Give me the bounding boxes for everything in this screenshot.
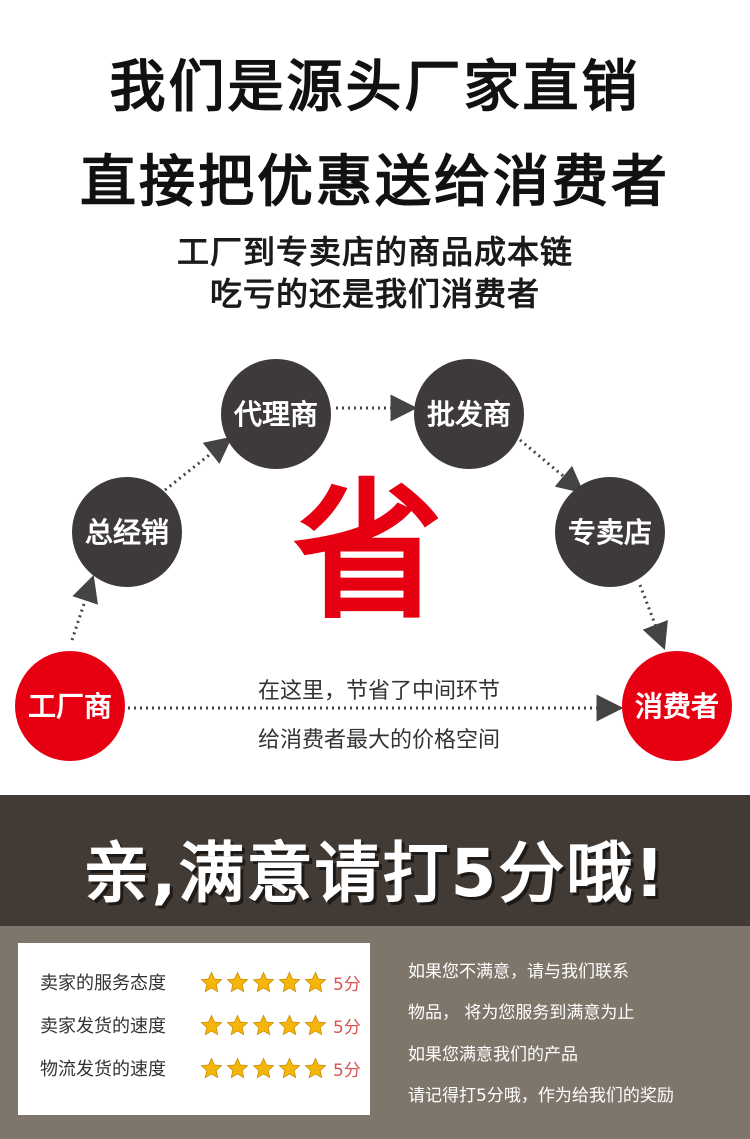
node-distributor-circle (72, 477, 182, 587)
headline-line-1: 我们是源头厂家直销 (109, 55, 641, 120)
flow-arrow-store-to-consumer (638, 584, 668, 651)
star-icon (226, 971, 249, 992)
node-factory-circle (15, 651, 125, 761)
node-consumer-label: 消费者 (635, 690, 719, 723)
rating-label: 物流发货的速度 (40, 1059, 166, 1080)
star-icon (304, 1014, 327, 1035)
node-agent-label: 代理商 (233, 398, 318, 431)
savings-character: 省 (293, 466, 444, 640)
star-icon (200, 1057, 223, 1078)
node-wholesaler-label: 批发商 (427, 398, 511, 431)
node-factory-label: 工厂商 (28, 690, 112, 723)
star-rating (200, 1014, 327, 1037)
message-line-1: 如果您不满意，请与我们联系 (408, 962, 629, 982)
headline-line-2: 直接把优惠送给消费者 (80, 150, 670, 215)
rating-label: 卖家发货的速度 (40, 1016, 166, 1037)
subheadline-line-1: 工厂到专卖店的商品成本链 (176, 233, 573, 271)
star-icon (200, 971, 223, 992)
star-rating (200, 1057, 327, 1080)
node-store-label: 专卖店 (568, 516, 652, 549)
rating-row-shipping: 卖家发货的速度 5分 (40, 1010, 361, 1040)
rating-score: 5分 (333, 1017, 361, 1038)
rating-row-logistics: 物流发货的速度 5分 (40, 1053, 361, 1083)
star-icon (278, 971, 301, 992)
star-rating (200, 971, 327, 994)
node-wholesaler-circle (414, 359, 524, 469)
node-distributor-label: 总经销 (85, 516, 169, 549)
star-icon (278, 1057, 301, 1078)
star-icon (226, 1057, 249, 1078)
flow-arrow-wholesaler-to-store (519, 438, 585, 494)
star-icon (226, 1014, 249, 1035)
message-line-3: 如果您满意我们的产品 (408, 1045, 578, 1065)
rating-score: 5分 (333, 974, 361, 995)
star-icon (304, 971, 327, 992)
flow-arrow-factory-to-distributor (70, 574, 98, 641)
node-store-circle (555, 477, 665, 587)
rating-slogan: 亲,满意请打5分哦! (83, 835, 667, 912)
message-line-2: 物品， 将为您服务到满意为止 (408, 1003, 635, 1023)
rating-banner (0, 795, 750, 926)
savings-note-2: 给消费者最大的价格空间 (257, 728, 500, 753)
subheadline-line-2: 吃亏的还是我们消费者 (209, 275, 540, 313)
rating-score: 5分 (333, 1060, 361, 1081)
node-consumer-circle (622, 651, 732, 761)
savings-note-1: 在这里，节省了中间环节 (257, 679, 500, 704)
star-icon (252, 971, 275, 992)
flow-arrow-distributor-to-agent (164, 436, 233, 492)
star-icon (200, 1014, 223, 1035)
message-line-4: 请记得打5分哦，作为给我们的奖励 (408, 1086, 674, 1106)
node-agent-circle (221, 359, 331, 469)
supply-chain-diagram: 工厂商 总经销 代理商 批发商 专卖店 消费者 (15, 359, 732, 761)
star-icon (278, 1014, 301, 1035)
star-icon (252, 1057, 275, 1078)
rating-label: 卖家的服务态度 (40, 973, 166, 994)
rating-panel: 卖家的服务态度 5分 卖家发货的速度 5分 物流发货的速度 5分 (18, 943, 370, 1115)
star-icon (252, 1014, 275, 1035)
star-icon (304, 1057, 327, 1078)
rating-row-service: 卖家的服务态度 5分 (40, 967, 361, 997)
